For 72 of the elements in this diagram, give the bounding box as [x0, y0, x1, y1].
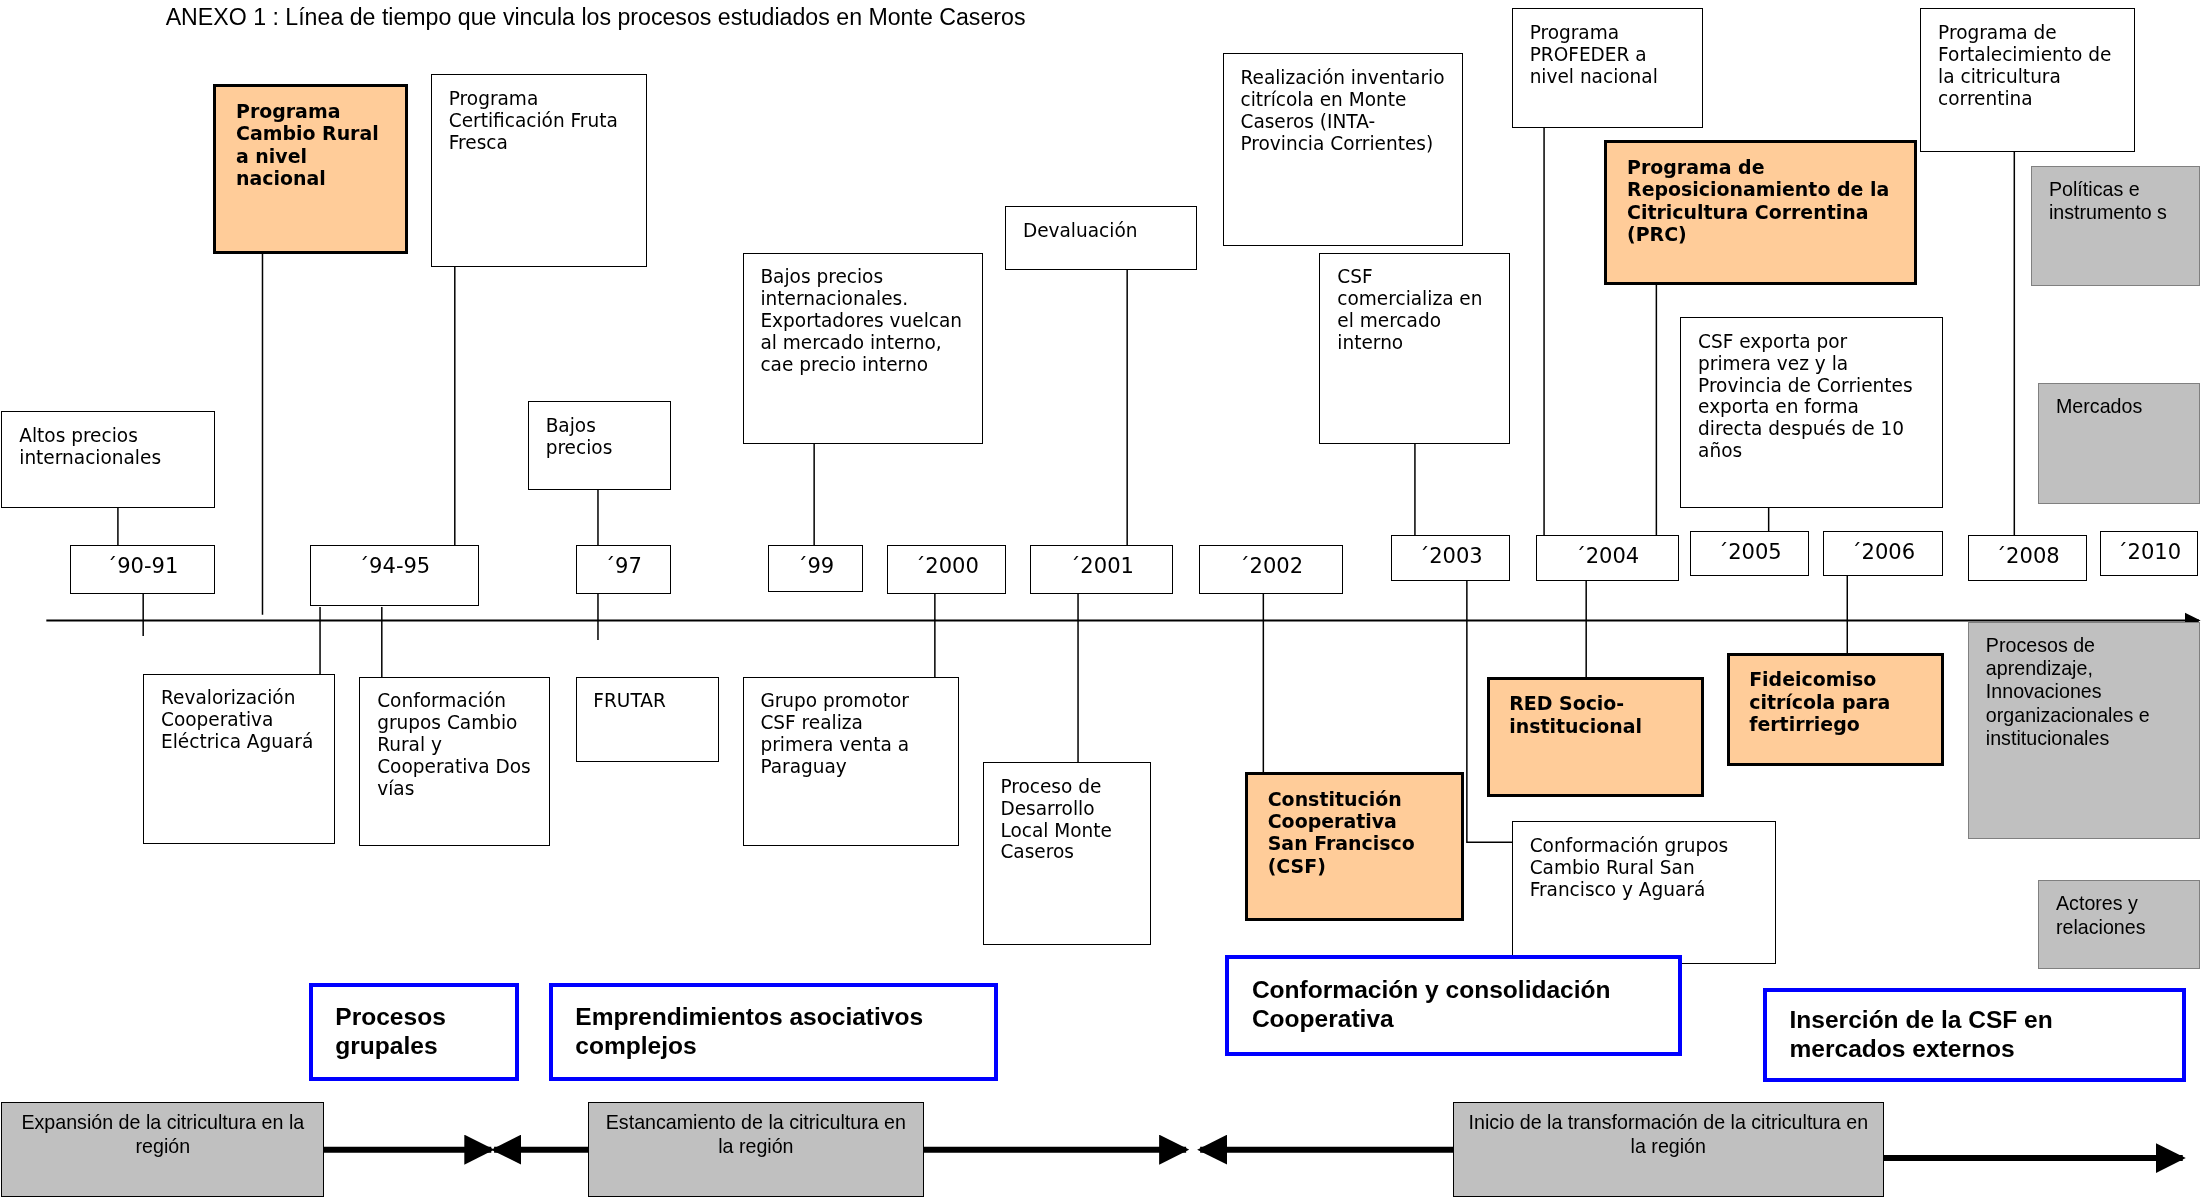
connector-line	[1767, 507, 1770, 532]
event-box: Revalorización Cooperativa Eléctrica Aguará	[143, 673, 336, 844]
year-box: ´90-91	[70, 544, 215, 594]
arrow	[923, 1134, 1190, 1165]
event-box: Grupo promotor CSF realiza primera venta a Paraguay	[742, 676, 959, 847]
category-box: Mercados	[2038, 383, 2200, 504]
year-box: ´2006	[1823, 530, 1943, 576]
event-box: Altos precios internacionales	[1, 411, 215, 509]
connector-line	[1126, 268, 1128, 546]
event-box: Bajos precios internacionales. Exportadores vuelcan al mercado interno, cae precio interno	[742, 252, 983, 444]
year-box: ´99	[767, 544, 864, 593]
event-box: Conformación grupos Cambio Rural y Cooperativa Dos vías	[359, 676, 551, 847]
period-box: Inicio de la transformación de la citricultura en la región	[1452, 1101, 1884, 1198]
program-box: RED Socio-institucional	[1486, 676, 1705, 798]
event-box: Programa de Fortalecimiento de la citricultura correntina	[1920, 8, 2135, 152]
connector-line	[1466, 580, 1513, 843]
program-box: Programa Cambio Rural a nivel nacional	[213, 84, 409, 255]
period-box: Estancamiento de la citricultura en la región	[588, 1101, 924, 1198]
connector-line	[381, 606, 383, 678]
year-box: ´2002	[1198, 544, 1344, 594]
year-box: ´2004	[1535, 534, 1679, 582]
period-box: Expansión de la citricultura en la región	[1, 1101, 325, 1198]
connector-line	[597, 593, 599, 641]
program-box: Fideicomiso citrícola para fertirriego	[1726, 652, 1945, 767]
year-box: ´2000	[887, 544, 1007, 594]
arrow	[1884, 1143, 2186, 1174]
program-box: Programa de Reposicionamiento de la Citricultura Correntina (PRC)	[1604, 140, 1918, 285]
arrow	[491, 1134, 588, 1165]
event-box: FRUTAR	[575, 676, 719, 763]
connector-line	[319, 606, 321, 675]
connector-line	[142, 593, 144, 637]
connector-line	[1655, 284, 1658, 536]
event-box: CSF comercializa en el mercado interno	[1319, 252, 1511, 444]
year-box: ´2010	[2099, 530, 2199, 576]
event-box: Devaluación	[1005, 206, 1198, 270]
diagram-title: ANEXO 1 : Línea de tiempo que vincula los procesos estudiados en Monte Caseros	[165, 4, 1026, 32]
connector-line	[2013, 150, 2016, 536]
category-box: Procesos de aprendizaje, Innovaciones organizacionales e institucionales	[1968, 621, 2200, 840]
event-box: CSF exporta por primera vez y la Provincia de Corrientes exporta en forma directa después de 10 años	[1680, 317, 1943, 509]
arrow	[1197, 1134, 1453, 1165]
category-box: Actores y relaciones	[2038, 880, 2200, 969]
connector-line	[117, 507, 119, 546]
year-box: ´2008	[1968, 534, 2088, 582]
event-box: Proceso de Desarrollo Local Monte Caseros	[982, 762, 1151, 945]
event-box: Programa Certificación Fruta Fresca	[430, 74, 648, 267]
category-box: Políticas e instrumento s	[2031, 165, 2200, 287]
event-box: Conformación grupos Cambio Rural San Francisco y Aguará	[1511, 821, 1776, 965]
phase-box: Procesos grupales	[308, 982, 520, 1081]
year-box: ´97	[575, 544, 671, 594]
phase-box: Emprendimientos asociativos complejos	[548, 982, 998, 1081]
year-box: ´2003	[1391, 534, 1511, 582]
connector-line	[1262, 593, 1265, 773]
year-box: ´2001	[1030, 544, 1174, 594]
connector-line	[1585, 580, 1587, 678]
event-box: Realización inventario citrícola en Monte Caseros (INTA-Provincia Corrientes)	[1222, 53, 1463, 246]
connector-line	[813, 443, 815, 546]
phase-box: Inserción de la CSF en mercados externos	[1763, 988, 2186, 1083]
connector-line	[1414, 443, 1416, 536]
year-box: ´94-95	[310, 544, 479, 607]
event-box: Bajos precios	[527, 401, 671, 490]
connector-line	[1846, 575, 1848, 654]
connector-line	[1077, 593, 1079, 763]
arrow	[324, 1134, 495, 1165]
connector-line	[934, 593, 936, 678]
year-box: ´2005	[1690, 530, 1810, 576]
phase-box: Conformación y consolidación Cooperativa	[1225, 954, 1682, 1056]
connector-line	[1543, 126, 1545, 536]
connector-line	[597, 488, 599, 546]
event-box: Programa PROFEDER a nivel nacional	[1511, 8, 1703, 128]
program-box: Constitución Cooperativa San Francisco (CSF)	[1245, 772, 1465, 921]
connector-line	[261, 253, 264, 616]
connector-line	[454, 265, 456, 546]
